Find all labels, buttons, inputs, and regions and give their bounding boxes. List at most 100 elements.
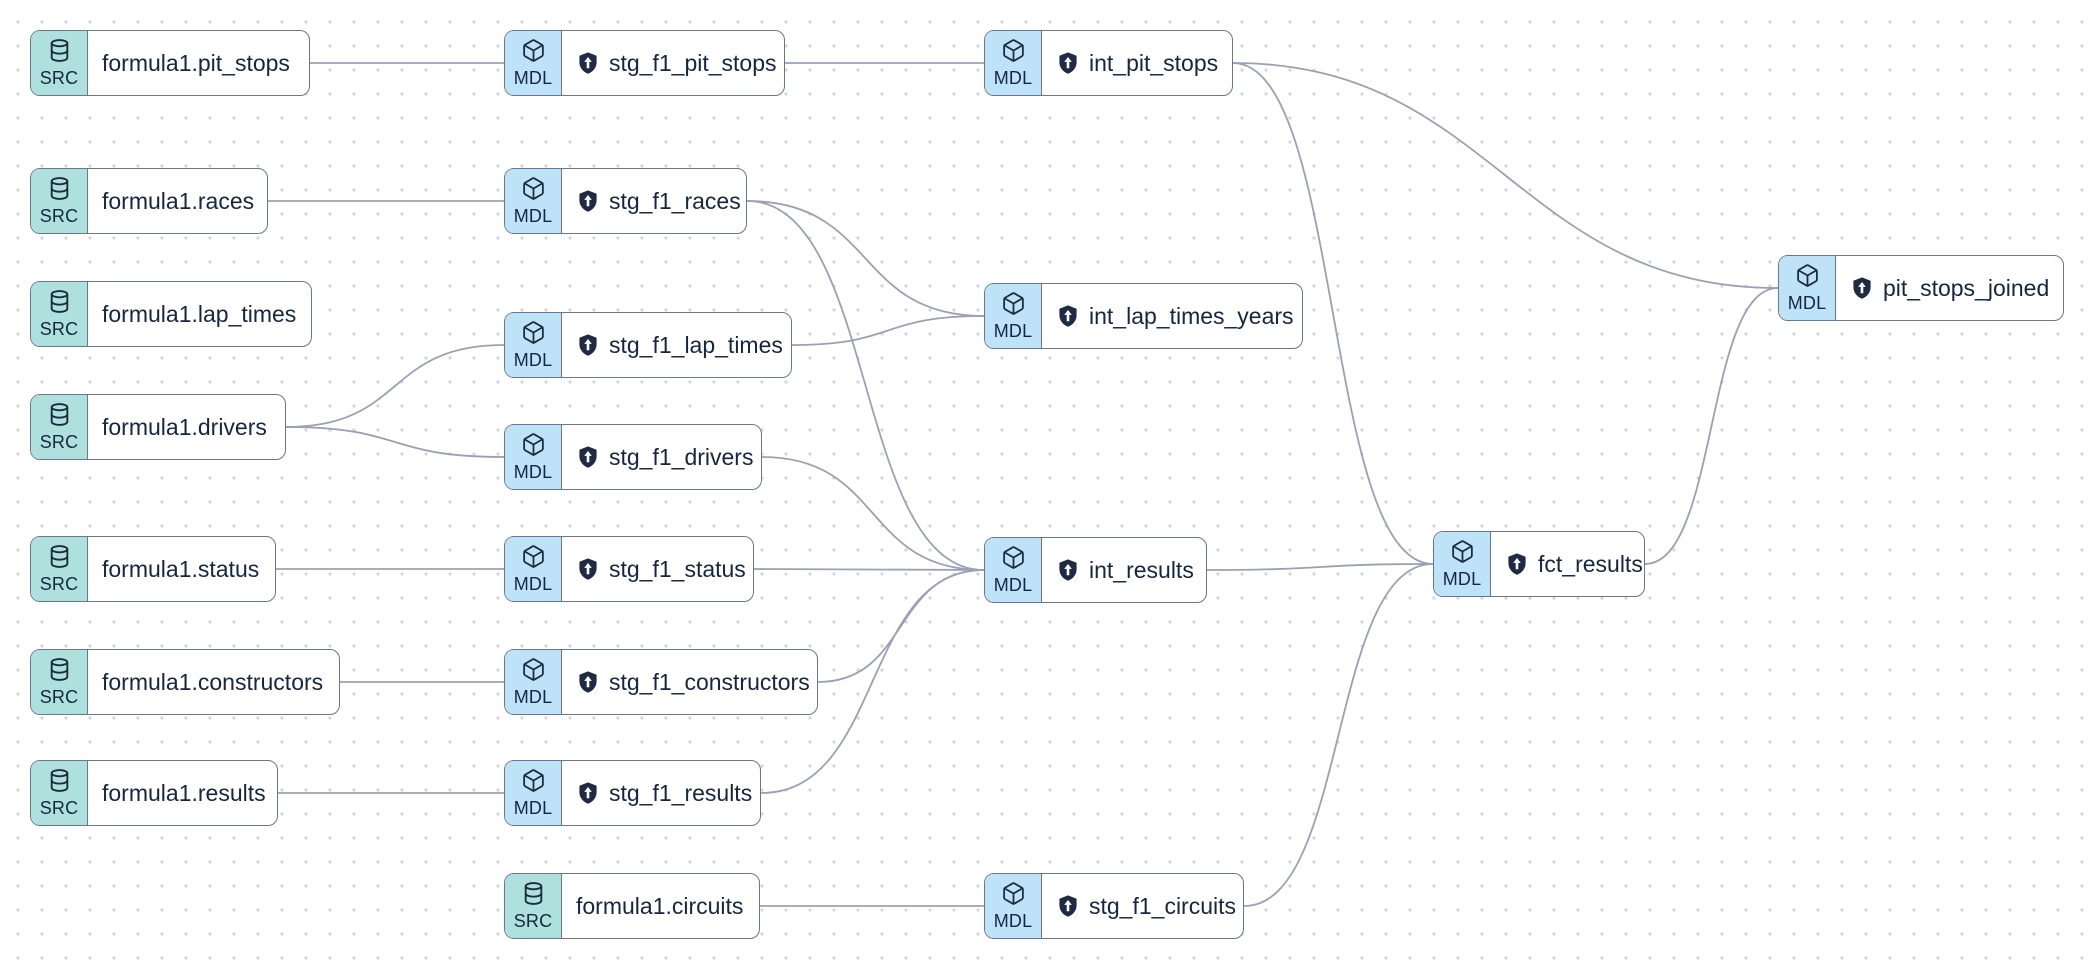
badge-label: SRC: [39, 574, 79, 594]
node-body: int_pit_stops: [1042, 31, 1232, 95]
node-body: stg_f1_pit_stops: [562, 31, 784, 95]
edge-stg_f1_races-to-int_results: [746, 200, 985, 571]
node-formula1.races[interactable]: SRC formula1.races: [30, 168, 268, 234]
node-body: formula1.circuits: [562, 874, 759, 938]
edge-stg_f1_drivers-to-int_results: [761, 456, 985, 571]
badge-label: MDL: [513, 798, 553, 818]
model-badge: MDL: [505, 650, 562, 714]
node-body: stg_f1_results: [562, 761, 760, 825]
node-body: formula1.constructors: [88, 650, 339, 714]
node-formula1.lap_times[interactable]: SRC formula1.lap_times: [30, 281, 312, 347]
node-formula1.results[interactable]: SRC formula1.results: [30, 760, 278, 826]
badge-label: SRC: [39, 687, 79, 707]
node-stg_f1_circuits[interactable]: MDL stg_f1_circuits: [984, 873, 1244, 939]
shield-icon: [576, 670, 600, 694]
cube-icon: [1001, 291, 1026, 321]
edge-int_results-to-fct_results: [1206, 563, 1434, 571]
model-badge: MDL: [1779, 256, 1836, 320]
edge-stg_f1_results-to-int_results: [760, 569, 985, 794]
model-badge: MDL: [505, 537, 562, 601]
model-badge: MDL: [1434, 532, 1491, 596]
node-body: stg_f1_races: [562, 169, 746, 233]
node-body: formula1.races: [88, 169, 267, 233]
node-formula1.constructors[interactable]: SRC formula1.constructors: [30, 649, 340, 715]
node-label: formula1.pit_stops: [102, 49, 290, 76]
node-stg_f1_constructors[interactable]: MDL stg_f1_constructors: [504, 649, 818, 715]
node-label: formula1.results: [102, 779, 266, 806]
node-pit_stops_joined[interactable]: MDL pit_stops_joined: [1778, 255, 2064, 321]
node-label: stg_f1_constructors: [609, 668, 810, 695]
node-label: stg_f1_races: [609, 187, 741, 214]
node-formula1.pit_stops[interactable]: SRC formula1.pit_stops: [30, 30, 310, 96]
edge-formula1.drivers-to-stg_f1_drivers: [285, 426, 505, 458]
shield-icon: [1505, 552, 1529, 576]
node-stg_f1_status[interactable]: MDL stg_f1_status: [504, 536, 754, 602]
model-badge: MDL: [985, 538, 1042, 602]
shield-icon: [1056, 894, 1080, 918]
node-label: pit_stops_joined: [1883, 274, 2050, 301]
database-icon: [47, 768, 72, 798]
badge-label: MDL: [513, 574, 553, 594]
shield-icon: [1056, 558, 1080, 582]
model-badge: MDL: [505, 761, 562, 825]
source-badge: SRC: [31, 282, 88, 346]
source-badge: SRC: [31, 31, 88, 95]
node-body: fct_results: [1491, 532, 1644, 596]
cube-icon: [521, 768, 546, 798]
node-label: stg_f1_status: [609, 555, 746, 582]
model-badge: MDL: [985, 284, 1042, 348]
badge-label: SRC: [39, 798, 79, 818]
node-stg_f1_results[interactable]: MDL stg_f1_results: [504, 760, 761, 826]
model-badge: MDL: [505, 313, 562, 377]
node-label: formula1.drivers: [102, 413, 267, 440]
cube-icon: [1795, 263, 1820, 293]
badge-label: MDL: [513, 350, 553, 370]
shield-icon: [576, 333, 600, 357]
node-label: int_results: [1089, 556, 1194, 583]
edge-int_pit_stops-to-fct_results: [1232, 62, 1434, 565]
badge-label: MDL: [993, 911, 1033, 931]
node-formula1.drivers[interactable]: SRC formula1.drivers: [30, 394, 286, 460]
node-body: formula1.lap_times: [88, 282, 311, 346]
edge-stg_f1_lap_times-to-int_lap_times_years: [791, 315, 985, 346]
node-formula1.status[interactable]: SRC formula1.status: [30, 536, 276, 602]
node-body: formula1.status: [88, 537, 275, 601]
badge-label: SRC: [39, 319, 79, 339]
node-body: stg_f1_status: [562, 537, 753, 601]
node-body: stg_f1_constructors: [562, 650, 817, 714]
database-icon: [47, 289, 72, 319]
node-formula1.circuits[interactable]: SRC formula1.circuits: [504, 873, 760, 939]
node-int_pit_stops[interactable]: MDL int_pit_stops: [984, 30, 1233, 96]
cube-icon: [521, 657, 546, 687]
node-body: stg_f1_circuits: [1042, 874, 1243, 938]
node-body: formula1.pit_stops: [88, 31, 309, 95]
badge-label: SRC: [39, 206, 79, 226]
node-label: int_lap_times_years: [1089, 302, 1294, 329]
cube-icon: [1001, 38, 1026, 68]
shield-icon: [576, 781, 600, 805]
model-badge: MDL: [985, 31, 1042, 95]
node-body: stg_f1_drivers: [562, 425, 761, 489]
node-label: formula1.status: [102, 555, 260, 582]
source-badge: SRC: [31, 537, 88, 601]
node-stg_f1_races[interactable]: MDL stg_f1_races: [504, 168, 747, 234]
shield-icon: [1850, 276, 1874, 300]
badge-label: MDL: [1787, 293, 1827, 313]
node-label: formula1.circuits: [576, 892, 744, 919]
badge-label: SRC: [39, 68, 79, 88]
cube-icon: [1450, 539, 1475, 569]
cube-icon: [521, 432, 546, 462]
cube-icon: [1001, 881, 1026, 911]
database-icon: [47, 402, 72, 432]
node-label: int_pit_stops: [1089, 49, 1219, 76]
node-int_lap_times_years[interactable]: MDL int_lap_times_years: [984, 283, 1303, 349]
model-badge: MDL: [505, 169, 562, 233]
edge-formula1.drivers-to-stg_f1_lap_times: [285, 344, 505, 428]
node-int_results[interactable]: MDL int_results: [984, 537, 1207, 603]
source-badge: SRC: [31, 395, 88, 459]
source-badge: SRC: [505, 874, 562, 938]
